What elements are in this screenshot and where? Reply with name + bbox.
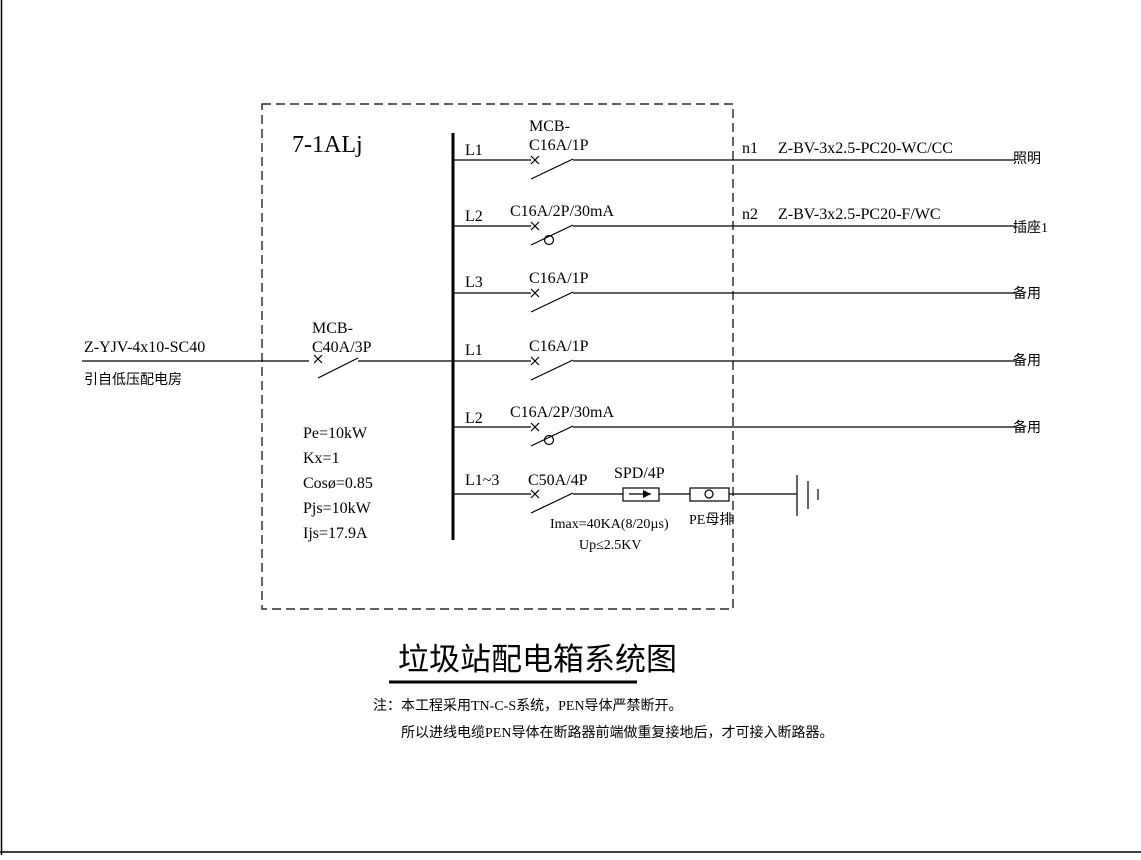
rcd-symbol [543,234,555,246]
spd-up: Up≤2.5KV [579,538,642,553]
circuit-1: L1 MCB- C16A/1P n1 Z-BV-3x2.5-PC20-WC/CC… [453,118,1041,180]
circuit-breaker-rating: C16A/2P/30mA [510,203,614,220]
circuit-cable: Z-BV-3x2.5-PC20-WC/CC [778,140,953,157]
circuit-5: L2 C16A/2P/30mA 备用 [453,404,1041,447]
circuit-load: 备用 [1013,352,1041,369]
circuit-breaker-rating: C16A/2P/30mA [510,404,614,421]
circuit-number: n2 [742,206,758,223]
main-breaker-symbol [313,354,359,379]
ground-symbol [796,475,819,516]
feeder-source-label: 引自低压配电房 [84,372,182,388]
spd-circuit: L1~3 C50A/4P SPD/4P Imax=40KA(8/20µs) Up… [453,465,819,553]
note-line-2: 所以进线电缆PEN导体在断路器前端做重复接地后，才可接入断路器。 [401,724,833,741]
spd-imax: Imax=40KA(8/20µs) [550,517,669,532]
param-kx: Kx=1 [303,450,340,467]
main-breaker-type: MCB- [312,320,353,337]
circuit-cable: Z-BV-3x2.5-PC20-F/WC [778,206,941,223]
note-line-1: 注：本工程采用TN-C-S系统，PEN导体严禁断开。 [373,698,683,714]
circuit-number: n1 [742,140,758,157]
circuit-load: 插座1 [1013,220,1048,236]
circuit-load: 照明 [1013,152,1041,167]
pe-bar-label: PE母排 [689,512,733,528]
param-pe: Pe=10kW [303,425,368,442]
spd-label: SPD/4P [614,465,665,482]
circuit-phase: L3 [465,274,483,291]
circuit-load: 备用 [1013,419,1041,436]
param-ijs: Ijs=17.9A [303,525,368,542]
circuit-phase: L2 [465,208,483,225]
circuit-breaker-rating: C16A/1P [529,338,589,355]
circuit-3: L3 C16A/1P 备用 [453,270,1041,313]
param-cos: Cosø=0.85 [303,475,373,492]
circuit-phase: L1 [465,142,483,159]
circuit-2: L2 C16A/2P/30mA n2 Z-BV-3x2.5-PC20-F/WC … [453,203,1048,246]
circuit-phase: L2 [465,410,483,427]
panel-name: 7-1ALj [292,132,363,158]
spd-phase: L1~3 [465,472,499,489]
circuit-phase: L1 [465,342,483,359]
rcd-symbol [543,434,555,446]
circuit-load: 备用 [1013,285,1041,302]
circuit-4: L1 C16A/1P 备用 [453,338,1041,381]
panel-enclosure [261,103,734,610]
diagram-title: 垃圾站配电箱系统图 [398,642,677,677]
circuit-breaker-type: MCB- [529,118,570,135]
main-breaker-rating: C40A/3P [312,339,372,356]
param-pjs: Pjs=10kW [303,500,372,517]
spd-breaker-rating: C50A/4P [528,472,588,489]
circuit-breaker-rating: C16A/1P [529,270,589,287]
circuit-breaker-rating: C16A/1P [529,137,589,154]
feeder-cable-label: Z-YJV-4x10-SC40 [84,339,205,356]
